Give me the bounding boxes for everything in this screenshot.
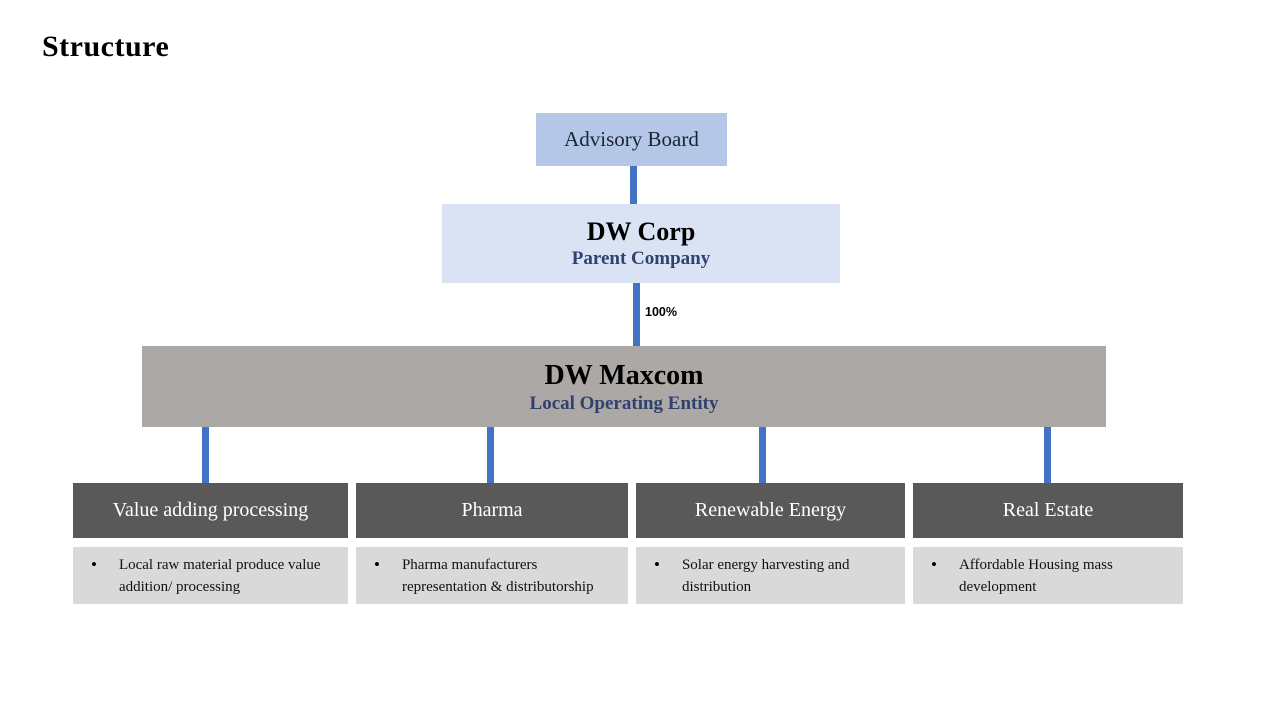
connector-operating-to-pharma [487,427,494,483]
connector-operating-to-value-adding [202,427,209,483]
parent-company-subtitle: Parent Company [571,248,711,270]
division-description-text: Solar energy harvesting and distribution [681,557,850,595]
parent-company-name: DW Corp [586,216,696,246]
division-box-value-adding-processing: Value adding processing [73,483,348,538]
connector-operating-to-real-estate [1044,427,1051,483]
division-box-renewable-energy: Renewable Energy [636,483,905,538]
division-label: Value adding processing [112,499,309,521]
division-label: Pharma [461,499,523,521]
division-description-real-estate: • Affordable Housing mass development [913,547,1183,604]
operating-entity-name: DW Maxcom [544,359,704,391]
page-title: Structure [42,30,170,63]
division-box-real-estate: Real Estate [913,483,1183,538]
advisory-board-label: Advisory Board [564,127,699,151]
division-description-text: Local raw material produce value additio… [118,557,321,595]
connector-parent-to-operating [633,283,640,346]
bullet-icon: • [654,555,660,574]
bullet-icon: • [374,555,380,574]
division-description-text: Pharma manufacturers representation & di… [401,557,594,595]
division-description-value-adding-processing: • Local raw material produce value addit… [73,547,348,604]
connector-operating-to-renewable-energy [759,427,766,483]
division-label: Renewable Energy [694,499,847,521]
operating-entity-subtitle: Local Operating Entity [529,392,719,414]
advisory-board-box: Advisory Board [536,113,727,166]
parent-company-box: DW Corp Parent Company [442,204,840,283]
ownership-percentage-label: 100% [645,305,677,319]
division-description-text: Affordable Housing mass development [958,557,1113,595]
bullet-icon: • [91,555,97,574]
connector-advisory-to-parent [630,166,637,204]
bullet-icon: • [931,555,937,574]
division-label: Real Estate [1002,499,1094,521]
division-box-pharma: Pharma [356,483,628,538]
division-description-pharma: • Pharma manufacturers representation & … [356,547,628,604]
operating-entity-box: DW Maxcom Local Operating Entity [142,346,1106,427]
division-description-renewable-energy: • Solar energy harvesting and distributi… [636,547,905,604]
